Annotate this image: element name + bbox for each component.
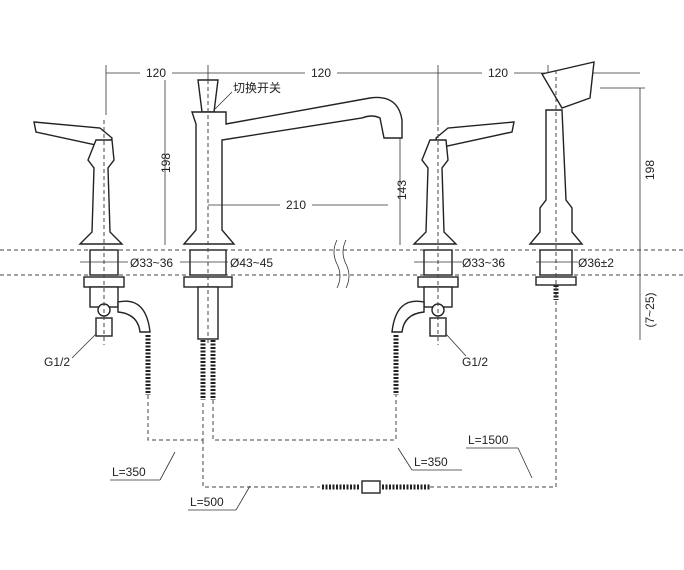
handle-height-left-dimension: 198 — [159, 80, 173, 245]
handshower-height-dimension: 198 (7~25) — [600, 87, 657, 340]
cold-hot-routing — [147, 395, 397, 441]
right-handle-valve: Ø33~36 — [391, 120, 515, 345]
shower-routing — [202, 310, 557, 488]
thread-left-label: G1/2 — [44, 355, 70, 369]
spout-reach-dimension: 210 — [208, 196, 388, 212]
spout-height-label: 143 — [395, 180, 409, 200]
leader-line — [159, 451, 176, 481]
hose-right-length: L=350 — [414, 455, 448, 469]
handle-height-left-label: 198 — [159, 153, 173, 173]
left-handle-valve: Ø33~36 — [33, 120, 173, 345]
handshower-height-label: 198 — [643, 160, 657, 180]
spacing-right-label: 120 — [488, 66, 508, 80]
leader-line — [71, 333, 97, 359]
hole-spout-label: Ø43~45 — [230, 256, 273, 270]
leader-line — [213, 91, 233, 111]
deck-thickness-label: (7~25) — [643, 292, 657, 327]
leader-line — [445, 333, 467, 357]
hole-left-label: Ø33~36 — [130, 256, 173, 270]
diverter-label: 切换开关 — [233, 81, 281, 95]
hose-nut — [361, 480, 381, 494]
hole-right-label: Ø33~36 — [462, 256, 505, 270]
spout-hoses — [200, 340, 216, 400]
hole-handshower-label: Ø36±2 — [578, 256, 614, 270]
leader-line — [517, 447, 533, 479]
hand-shower: Ø36±2 — [528, 61, 614, 310]
thread-right-label: G1/2 — [462, 355, 488, 369]
leader-line — [397, 447, 413, 471]
spacing-middle-label: 120 — [311, 66, 331, 80]
hose-shower-length: L=1500 — [468, 433, 509, 447]
spout: Ø43~45 — [180, 79, 403, 345]
break-symbol — [333, 239, 350, 289]
spout-reach-label: 210 — [286, 198, 306, 212]
spout-height-dimension: 143 — [395, 138, 409, 245]
leader-line — [235, 485, 251, 511]
spacing-left-label: 120 — [146, 66, 166, 80]
hose-left-length: L=350 — [112, 465, 146, 479]
hose-spout-length: L=500 — [190, 495, 224, 509]
